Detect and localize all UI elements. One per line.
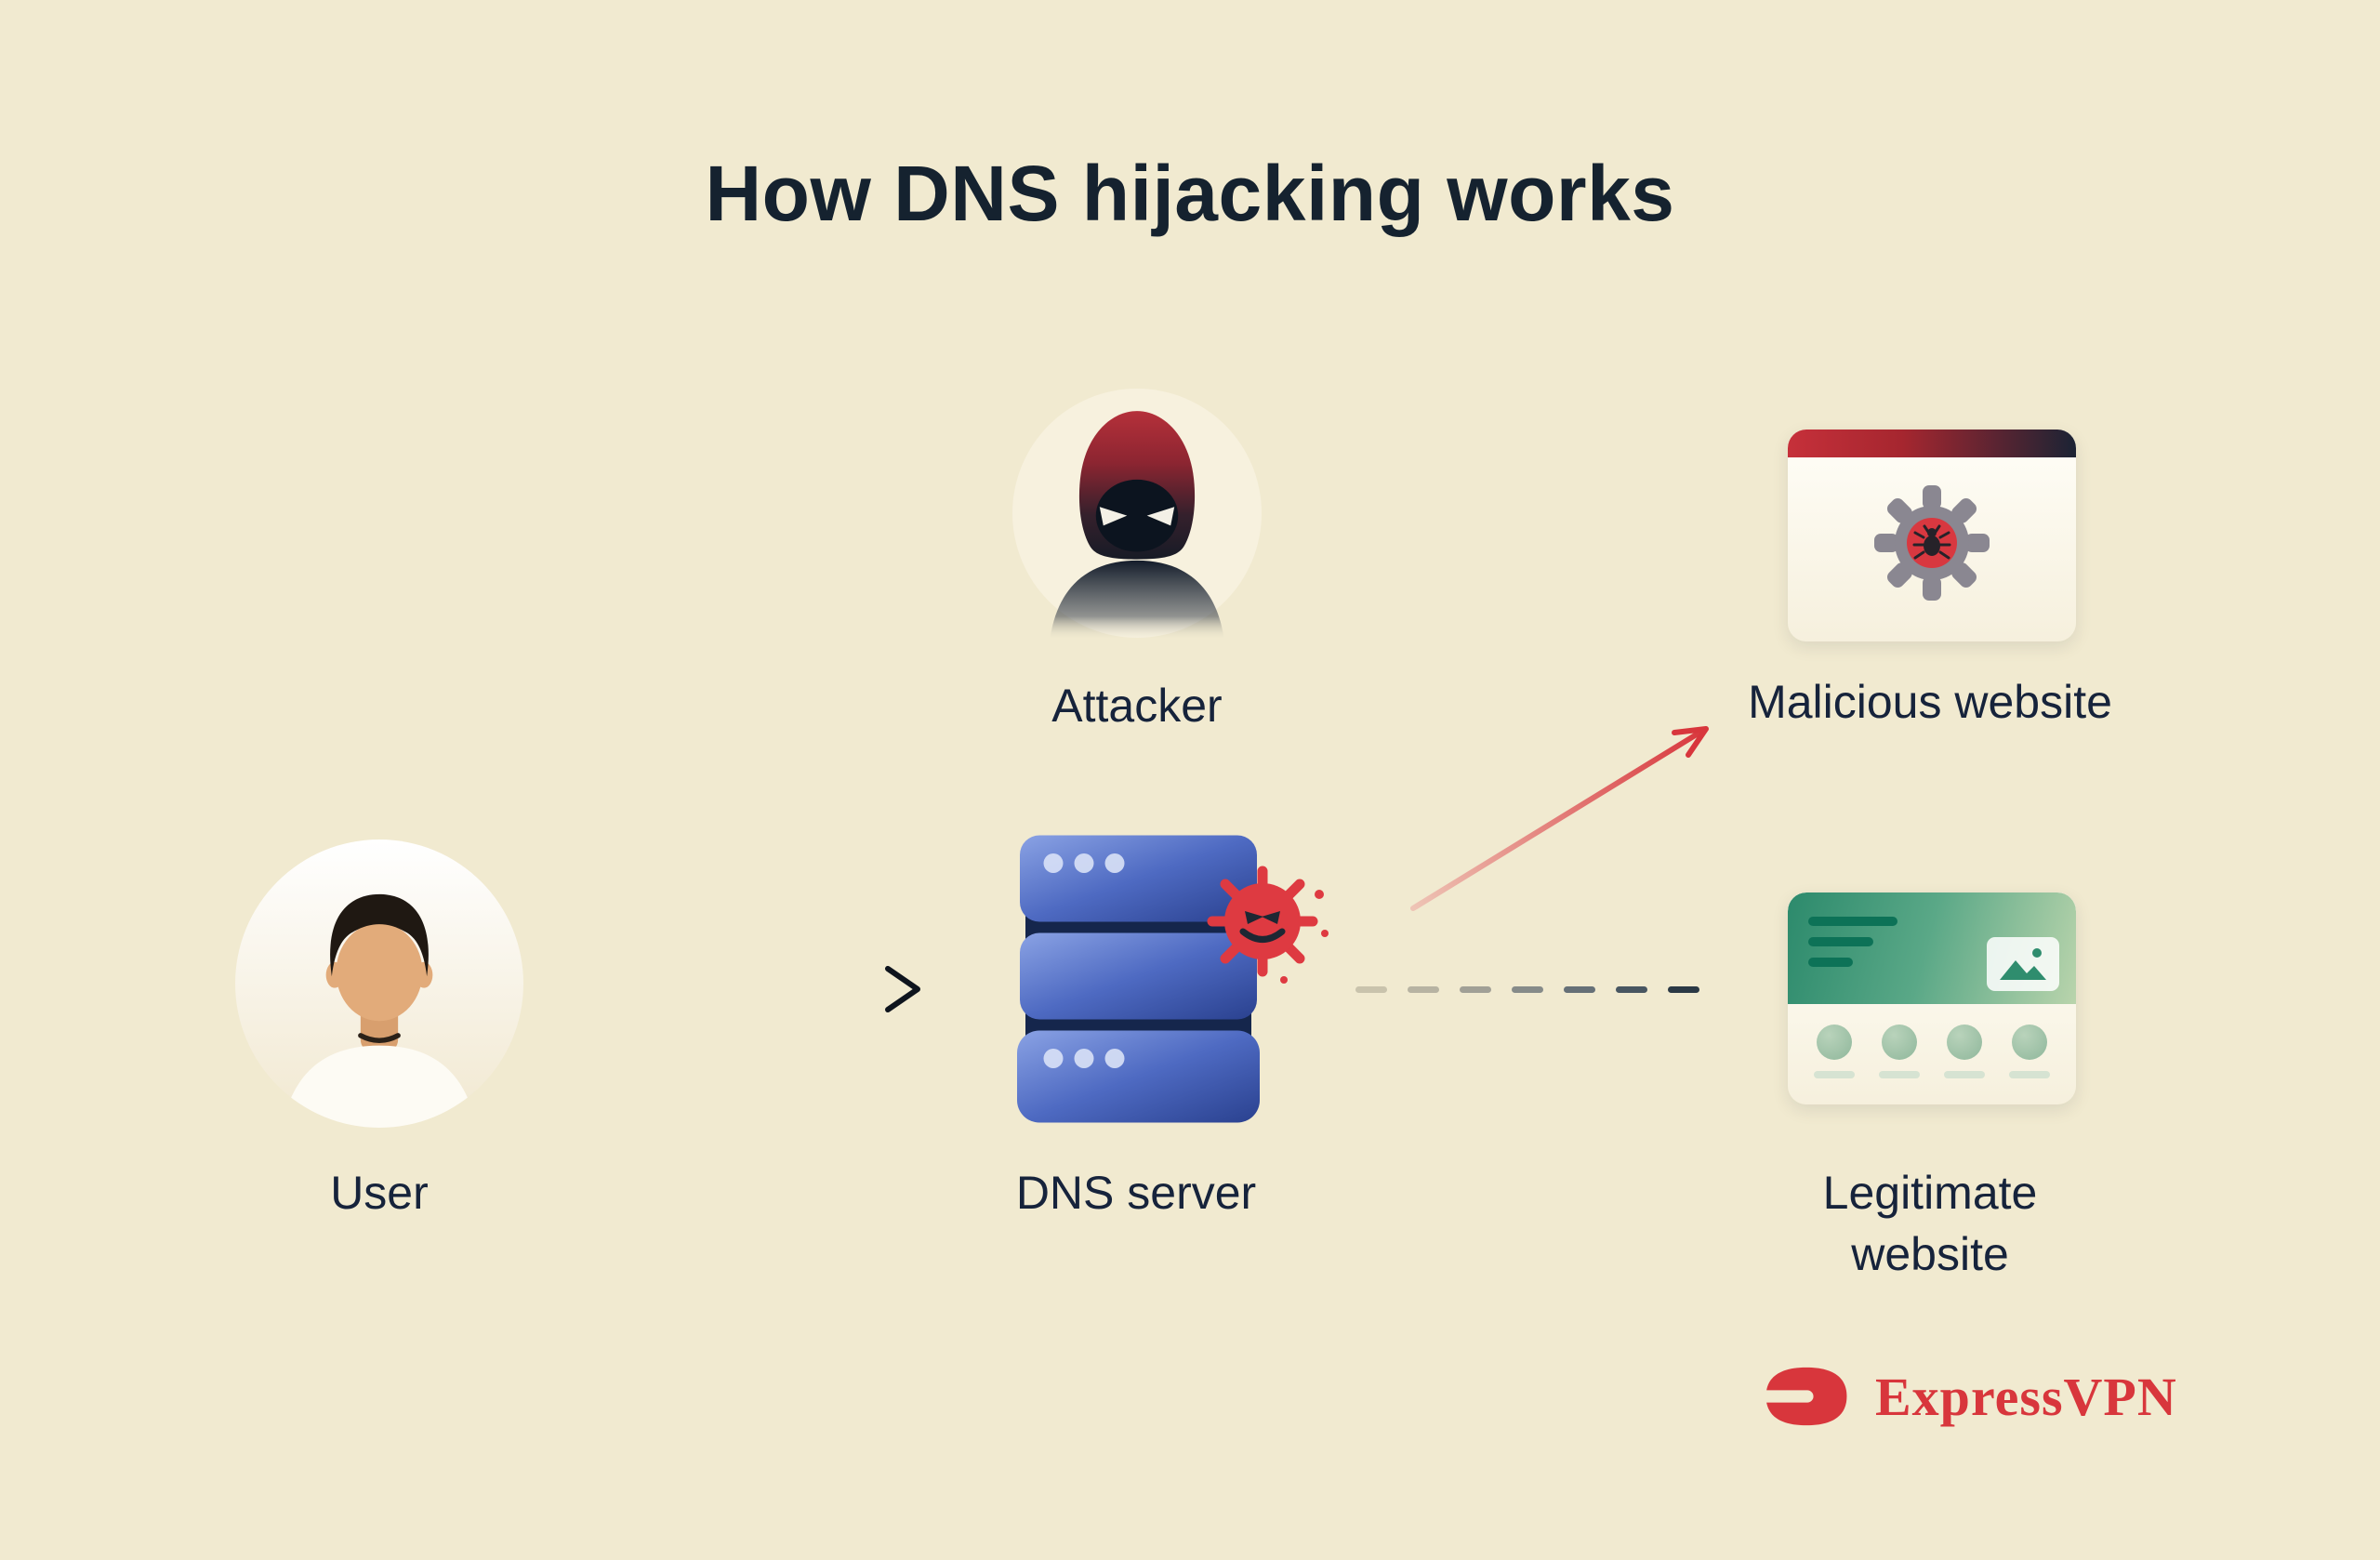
node-label-legitimate-website: Legitimate website bbox=[1822, 1167, 2038, 1280]
text-line bbox=[1808, 917, 1897, 926]
dash-segment bbox=[1460, 985, 1491, 993]
expressvpn-logo-icon bbox=[1762, 1367, 1847, 1426]
brand-wordmark: ExpressVPN bbox=[1875, 1366, 2177, 1427]
browser-titlebar bbox=[1788, 430, 2076, 457]
brand-lockup: ExpressVPN bbox=[1762, 1365, 2177, 1428]
image-placeholder-icon bbox=[1987, 937, 2059, 991]
text-line bbox=[1808, 937, 1873, 946]
dash-segment bbox=[1408, 985, 1439, 993]
server-stack-icon bbox=[1017, 835, 1260, 1123]
virus-icon bbox=[1207, 866, 1329, 984]
dash-segment bbox=[1512, 985, 1543, 993]
hooded-attacker-icon bbox=[1012, 389, 1262, 638]
content-item bbox=[2009, 1025, 2050, 1078]
dash-segment bbox=[1564, 985, 1595, 993]
malicious-website-card bbox=[1788, 430, 2076, 641]
webpage-content bbox=[1788, 1004, 2076, 1104]
user-avatar-icon bbox=[235, 839, 523, 1128]
dashed-line-dns-to-legitimate bbox=[1355, 985, 1709, 993]
node-label-user: User bbox=[330, 1167, 429, 1219]
text-line bbox=[1808, 958, 1853, 967]
dash-segment bbox=[1355, 985, 1387, 993]
dash-segment bbox=[1668, 985, 1699, 993]
content-item bbox=[1879, 1025, 1920, 1078]
diagram-title: How DNS hijacking works bbox=[705, 150, 1675, 237]
node-label-malicious-website: Malicious website bbox=[1748, 676, 2112, 728]
webpage-header bbox=[1788, 892, 2076, 1004]
dash-segment bbox=[1616, 985, 1647, 993]
gear-bug-icon bbox=[1874, 485, 1990, 601]
node-label-attacker: Attacker bbox=[1051, 680, 1223, 732]
node-label-dns-server: DNS server bbox=[1015, 1167, 1257, 1219]
arrow-user-to-dns bbox=[614, 966, 920, 1012]
legitimate-website-card bbox=[1788, 892, 2076, 1104]
content-item bbox=[1944, 1025, 1985, 1078]
arrow-dns-to-malicious bbox=[1410, 726, 1709, 911]
content-item bbox=[1814, 1025, 1855, 1078]
